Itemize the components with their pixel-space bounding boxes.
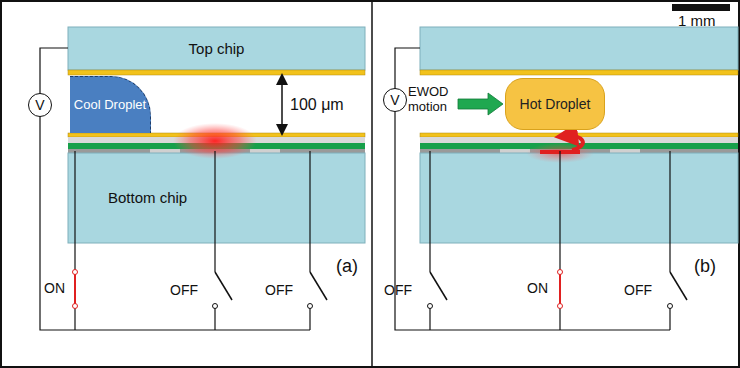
voltage-source: V <box>383 88 407 112</box>
motion-label: EWOD motion <box>408 85 460 115</box>
switch-state: OFF <box>384 282 412 298</box>
switch-state: OFF <box>624 282 652 298</box>
node-text: Top chip <box>189 40 245 57</box>
node-text: Hot Droplet <box>520 96 591 112</box>
voltage-source: V <box>28 93 52 117</box>
switch-state: ON <box>44 280 65 296</box>
node-text: Cool Droplet <box>74 98 146 113</box>
node-text: V <box>390 92 399 108</box>
node-text: Bottom chip <box>108 189 187 206</box>
droplet: Cool Droplet <box>70 76 151 133</box>
switch-state: OFF <box>265 282 293 298</box>
panel-label: (b) <box>694 256 716 277</box>
node-text: V <box>35 97 44 113</box>
chip-layer: Top chip <box>68 27 365 70</box>
dimension-label: 100 μm <box>290 96 344 114</box>
chip-layer: Bottom chip <box>68 153 365 243</box>
scale-label: 1 mm <box>678 12 716 29</box>
panel-label: (a) <box>336 256 358 277</box>
droplet: Hot Droplet <box>505 78 605 130</box>
switch-state: OFF <box>170 282 198 298</box>
switch-state: ON <box>527 280 548 296</box>
